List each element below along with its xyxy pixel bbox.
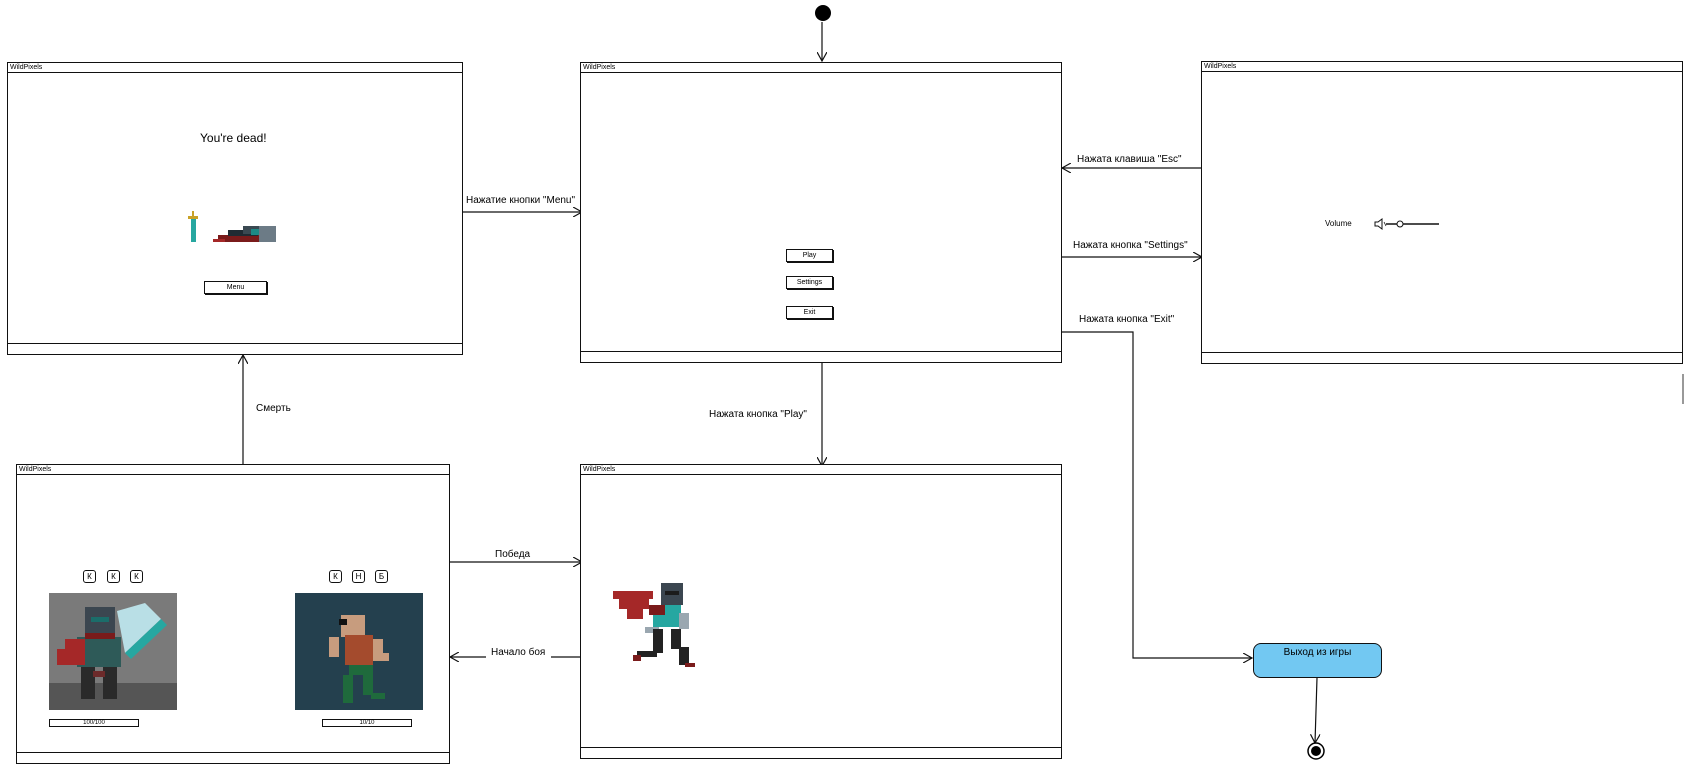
window-titlebar: WildPixels — [17, 465, 449, 475]
window-footer — [581, 351, 1061, 362]
dead-screen-window: WildPixels You're dead! Menu — [7, 62, 463, 355]
window-footer — [581, 747, 1061, 758]
initial-node — [815, 5, 831, 21]
label-exit-press: Нажата кнопка "Exit" — [1079, 314, 1175, 325]
window-titlebar: WildPixels — [581, 63, 1061, 73]
game-window: WildPixels — [580, 464, 1062, 759]
arrow-menu-to-exit — [1062, 331, 1252, 658]
menu-button[interactable]: Menu — [204, 281, 267, 294]
settings-window: WildPixels Volume — [1201, 61, 1683, 364]
label-death: Смерть — [256, 403, 291, 414]
volume-slider[interactable] — [1374, 217, 1444, 231]
final-node-dot — [1311, 746, 1321, 756]
label-esc-press: Нажата клавиша "Esc" — [1077, 154, 1182, 165]
settings-button[interactable]: Settings — [786, 276, 833, 289]
volume-knob — [1396, 220, 1404, 228]
window-footer — [1202, 352, 1682, 363]
player-key-2: К — [107, 570, 120, 583]
enemy-hp-bar: 10/10 — [322, 719, 412, 727]
battle-window: WildPixels К К К К Н Б 100/100 10/10 — [16, 464, 450, 764]
volume-label: Volume — [1325, 219, 1352, 228]
play-button[interactable]: Play — [786, 249, 833, 262]
hero-character — [613, 583, 695, 667]
label-settings-press: Нажата кнопка "Settings" — [1073, 240, 1188, 251]
window-titlebar: WildPixels — [1202, 62, 1682, 72]
speaker-icon — [1374, 218, 1383, 230]
dead-message: You're dead! — [200, 131, 267, 145]
arrow-exit-to-end — [1315, 677, 1317, 743]
window-titlebar: WildPixels — [8, 63, 462, 73]
window-footer — [17, 752, 449, 763]
exit-game-node: Выход из игры — [1253, 643, 1382, 678]
player-key-3: К — [130, 570, 143, 583]
main-menu-window: WildPixels Play Settings Exit — [580, 62, 1062, 363]
player-key-1: К — [83, 570, 96, 583]
fallen-hero-image — [188, 211, 276, 242]
player-portrait — [49, 593, 177, 710]
label-play-press: Нажата кнопка "Play" — [709, 409, 807, 420]
label-battle-start: Начало боя — [491, 647, 546, 658]
enemy-key-3: Б — [375, 570, 388, 583]
player-hp-bar: 100/100 — [49, 719, 139, 727]
label-menu-press: Нажатие кнопки "Menu" — [466, 195, 576, 206]
enemy-key-2: Н — [352, 570, 365, 583]
window-footer — [8, 343, 462, 354]
enemy-portrait — [295, 593, 423, 710]
exit-button[interactable]: Exit — [786, 306, 833, 319]
enemy-key-1: К — [329, 570, 342, 583]
label-victory: Победа — [495, 549, 531, 560]
window-titlebar: WildPixels — [581, 465, 1061, 475]
